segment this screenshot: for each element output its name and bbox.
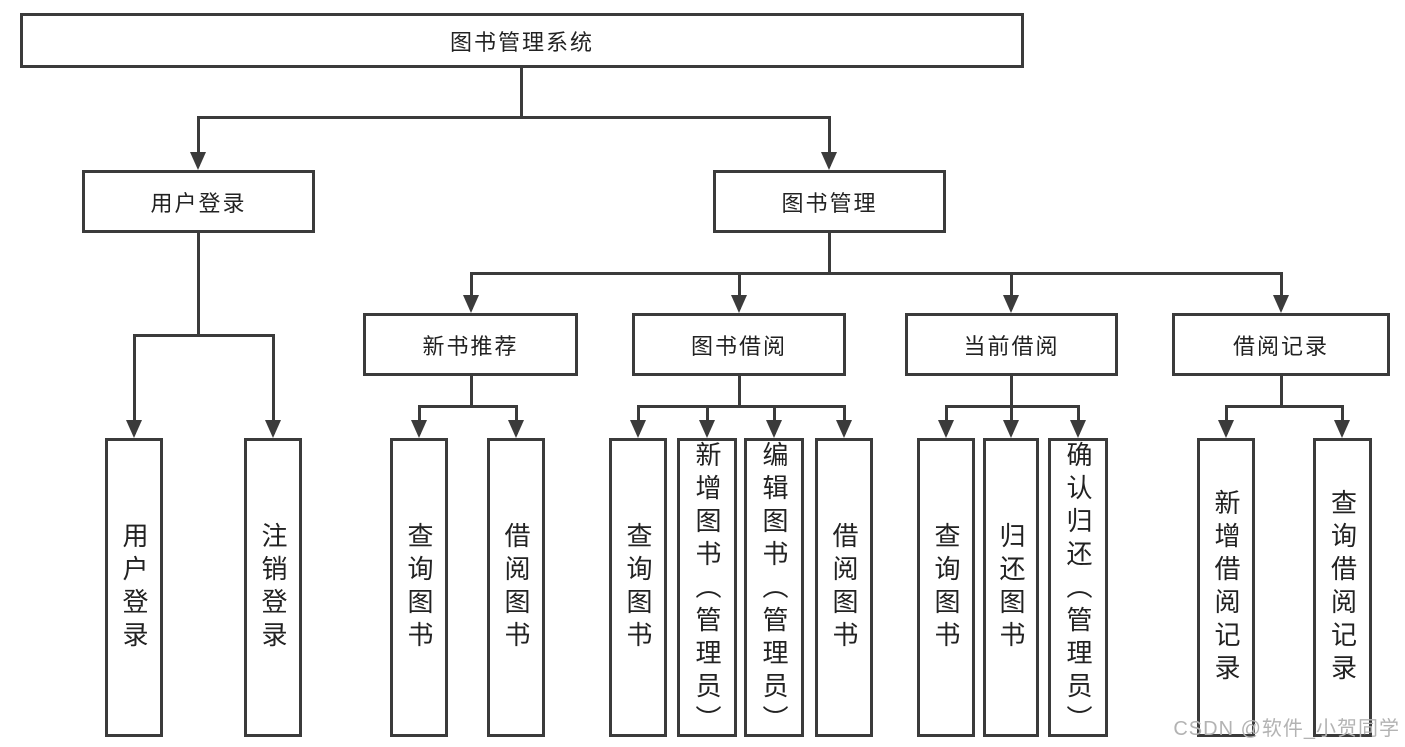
node-label-leaf-query-books-borrowing: 查询图书 [623, 521, 653, 654]
connector-hline-6 [1224, 404, 1344, 408]
node-label-leaf-query-books-recommend: 查询图书 [404, 521, 434, 654]
node-leaf-borrow-books-recommend: 借阅图书 [487, 438, 545, 737]
node-label-leaf-add-borrow-record: 新增借阅记录 [1211, 488, 1241, 687]
node-label-leaf-borrow-books-recommend: 借阅图书 [501, 521, 531, 654]
connector-drop-2-2 [1009, 273, 1013, 309]
arrow-down-icon [1003, 420, 1019, 438]
node-label-book-borrowing: 图书借阅 [690, 333, 787, 359]
arrow-down-icon [508, 420, 524, 438]
node-leaf-confirm-return-admin: 确认归还（管理员） [1048, 438, 1108, 738]
node-user-login: 用户登录 [82, 170, 315, 233]
connector-hline-4 [636, 404, 846, 408]
node-label-book-management: 图书管理 [781, 190, 878, 216]
arrow-down-icon [836, 420, 852, 438]
node-leaf-query-books-recommend: 查询图书 [390, 438, 448, 737]
connector-stem-4 [737, 376, 741, 408]
node-label-leaf-return-books: 归还图书 [996, 521, 1026, 654]
node-label-leaf-user-login: 用户登录 [119, 521, 149, 654]
connector-drop-1-1 [271, 335, 275, 434]
connector-drop-1-0 [132, 335, 136, 434]
node-label-new-book-recommend: 新书推荐 [422, 333, 519, 359]
node-label-current-borrowing: 当前借阅 [963, 333, 1060, 359]
connector-stem-2 [827, 233, 831, 275]
node-label-leaf-add-books-admin: 新增图书（管理员） [692, 441, 722, 738]
connector-drop-0-1 [827, 117, 831, 166]
arrow-down-icon [938, 420, 954, 438]
node-new-book-recommend: 新书推荐 [363, 313, 578, 376]
node-leaf-add-books-admin: 新增图书（管理员） [677, 438, 737, 738]
node-leaf-query-borrow-record: 查询借阅记录 [1313, 438, 1372, 737]
connector-drop-2-0 [469, 273, 473, 309]
node-current-borrowing: 当前借阅 [905, 313, 1118, 376]
arrow-down-icon [699, 420, 715, 438]
arrow-down-icon [190, 152, 206, 170]
arrow-down-icon [821, 152, 837, 170]
connector-stem-6 [1279, 376, 1283, 408]
node-leaf-user-login: 用户登录 [105, 438, 163, 737]
arrow-down-icon [126, 420, 142, 438]
arrow-down-icon [766, 420, 782, 438]
node-label-leaf-query-books-current: 查询图书 [931, 521, 961, 654]
arrow-down-icon [265, 420, 281, 438]
connector-stem-1 [196, 233, 200, 337]
arrow-down-icon [463, 295, 479, 313]
node-book-borrowing: 图书借阅 [632, 313, 846, 376]
connector-stem-3 [469, 376, 473, 408]
node-leaf-query-books-borrowing: 查询图书 [609, 438, 667, 737]
node-label-leaf-logout: 注销登录 [258, 521, 288, 654]
arrow-down-icon [411, 420, 427, 438]
node-label-leaf-edit-books-admin: 编辑图书（管理员） [759, 441, 789, 738]
connector-drop-2-1 [737, 273, 741, 309]
node-leaf-return-books: 归还图书 [983, 438, 1039, 737]
node-label-leaf-query-borrow-record: 查询借阅记录 [1327, 488, 1358, 687]
connector-hline-3 [417, 404, 518, 408]
node-leaf-borrow-books: 借阅图书 [815, 438, 873, 737]
connector-hline-1 [132, 333, 275, 337]
connector-stem-5 [1009, 376, 1013, 408]
node-label-leaf-borrow-books: 借阅图书 [829, 521, 859, 654]
arrow-down-icon [1218, 420, 1234, 438]
node-label-borrow-records: 借阅记录 [1232, 333, 1329, 359]
node-label-root: 图书管理系统 [449, 29, 594, 55]
node-leaf-query-books-current: 查询图书 [917, 438, 975, 737]
node-leaf-edit-books-admin: 编辑图书（管理员） [744, 438, 804, 738]
connector-hline-0 [196, 115, 831, 119]
connector-drop-0-0 [196, 117, 200, 166]
arrow-down-icon [1003, 295, 1019, 313]
node-label-user-login: 用户登录 [150, 190, 247, 216]
node-leaf-logout: 注销登录 [244, 438, 302, 737]
node-label-leaf-confirm-return-admin: 确认归还（管理员） [1063, 441, 1093, 738]
node-borrow-records: 借阅记录 [1172, 313, 1390, 376]
arrow-down-icon [1070, 420, 1086, 438]
node-leaf-add-borrow-record: 新增借阅记录 [1197, 438, 1255, 737]
connector-drop-2-3 [1279, 273, 1283, 309]
arrow-down-icon [1334, 420, 1350, 438]
node-book-management: 图书管理 [713, 170, 946, 233]
arrow-down-icon [630, 420, 646, 438]
arrow-down-icon [1273, 295, 1289, 313]
connector-stem-0 [519, 68, 523, 119]
node-root: 图书管理系统 [20, 13, 1024, 68]
arrow-down-icon [731, 295, 747, 313]
connector-hline-2 [469, 271, 1283, 275]
